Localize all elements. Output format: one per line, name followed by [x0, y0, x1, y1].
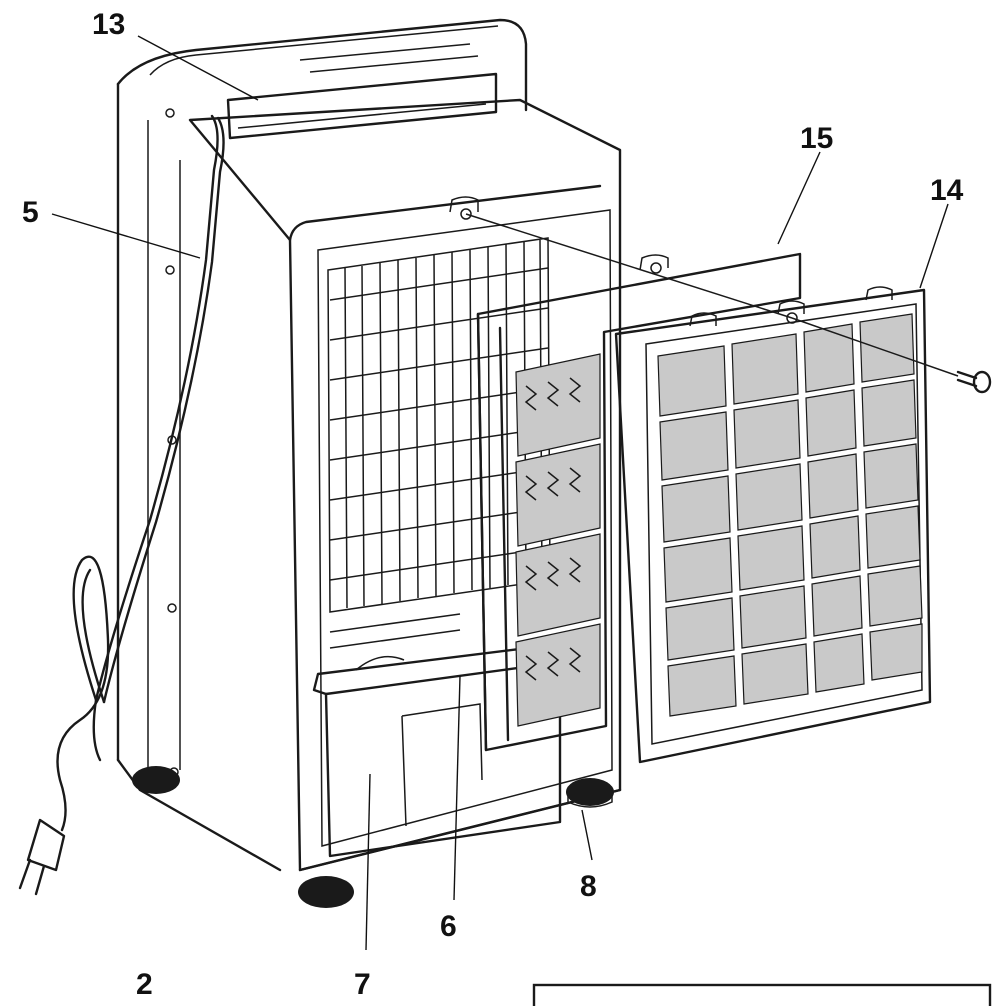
filter-grid-14 [614, 286, 932, 764]
power-plug [18, 818, 66, 896]
power-cord [18, 114, 225, 896]
handle-slot [226, 72, 498, 140]
leader-lines [51, 35, 949, 951]
filter-screw [465, 213, 992, 394]
callout-labels: 13 5 15 14 6 8 7 2 [22, 8, 964, 1001]
filter-frame-15 [476, 252, 802, 752]
rear-grille [329, 239, 549, 609]
callout-13: 13 [92, 8, 125, 41]
callout-8: 8 [580, 870, 597, 903]
callout-2: 2 [136, 968, 153, 1001]
callout-5: 5 [22, 196, 39, 229]
unit-body [116, 18, 622, 908]
caption-box [532, 983, 992, 1006]
filter-mesh-cells [657, 313, 923, 717]
callout-15: 15 [800, 122, 833, 155]
caster-front-left [298, 876, 354, 908]
callout-7: 7 [354, 968, 371, 1001]
callout-6: 6 [440, 910, 457, 943]
caster-rear [566, 778, 614, 806]
callout-14: 14 [930, 174, 964, 207]
